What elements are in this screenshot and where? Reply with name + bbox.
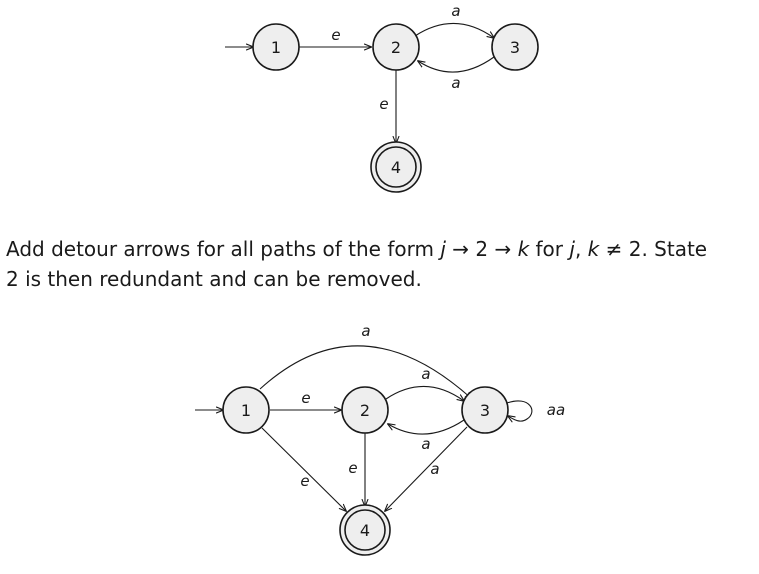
bottom-label-1-4: e	[300, 472, 309, 490]
bottom-edge-1-3	[259, 345, 472, 399]
bottom-label-3-2: a	[421, 435, 430, 453]
top-state-3	[491, 23, 539, 71]
top-state-4-label: 4	[391, 158, 401, 177]
bottom-edge-3-2	[388, 419, 465, 435]
top-state-1	[252, 23, 300, 71]
bottom-edge-1-4	[261, 427, 346, 511]
bottom-label-1-2: e	[301, 389, 310, 407]
top-label-3-2: a	[451, 74, 460, 92]
top-state-2	[372, 23, 420, 71]
bottom-edge-3-3-loop	[507, 400, 533, 421]
top-label-1-2: e	[331, 26, 340, 44]
bottom-edge-2-3	[385, 385, 464, 401]
bottom-state-4	[344, 509, 386, 551]
math-comma: ,	[574, 237, 588, 261]
bottom-state-3-label: 3	[480, 401, 490, 420]
bottom-state-4-label: 4	[360, 521, 370, 540]
explanation-for: for	[529, 237, 570, 261]
top-label-2-4: e	[379, 95, 388, 113]
bottom-label-2-4: e	[348, 459, 357, 477]
bottom-label-3-3: aa	[547, 401, 565, 419]
explanation-part-1: Add detour arrows for all paths of the f…	[6, 237, 441, 261]
math-j-2: j	[569, 237, 575, 261]
bottom-state-1	[222, 386, 270, 434]
explanation-text: Add detour arrows for all paths of the f…	[6, 234, 758, 294]
top-state-3-label: 3	[510, 38, 520, 57]
top-automaton: 1 2 3 4 e a a e	[225, 2, 539, 193]
top-edge-3-2	[418, 56, 495, 73]
bottom-automaton: 1 2 3 4 a e a a aa e e a	[195, 322, 565, 556]
top-edge-2-3	[414, 22, 494, 38]
explanation-part-2: 2 is then redundant and can be removed.	[6, 267, 422, 291]
bottom-state-2	[341, 386, 389, 434]
bottom-edge-3-4	[385, 426, 468, 511]
math-j: j	[440, 237, 446, 261]
math-neq-state: ≠ 2. State	[599, 237, 708, 261]
top-label-2-3: a	[451, 2, 460, 20]
bottom-state-1-label: 1	[241, 401, 251, 420]
math-k: k	[517, 237, 530, 261]
bottom-state-3	[461, 386, 509, 434]
math-arrow-path: → 2 →	[445, 237, 518, 261]
top-state-2-label: 2	[391, 38, 401, 57]
bottom-label-2-3: a	[421, 365, 430, 383]
bottom-label-1-3: a	[361, 322, 370, 340]
top-state-1-label: 1	[271, 38, 281, 57]
bottom-state-2-label: 2	[360, 401, 370, 420]
math-k-2: k	[587, 237, 600, 261]
bottom-label-3-4: a	[430, 460, 439, 478]
top-state-4	[375, 146, 417, 188]
